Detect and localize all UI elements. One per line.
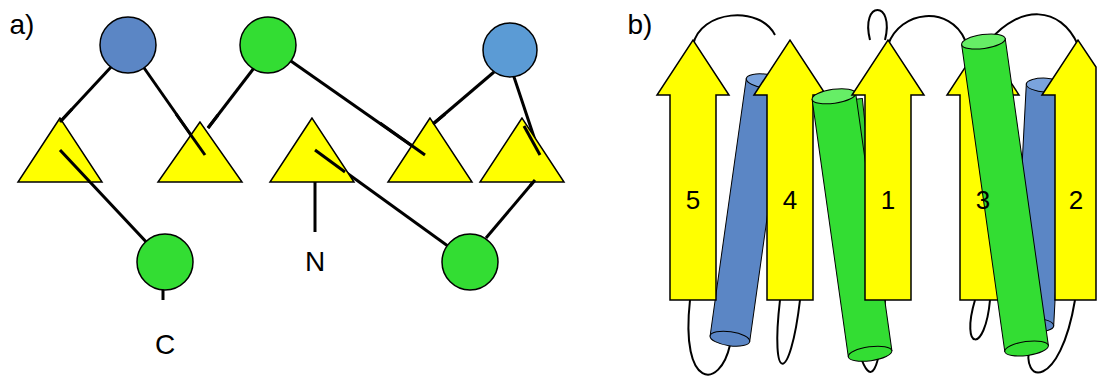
strand-number: 4 (783, 187, 797, 213)
helix-circles (100, 17, 537, 290)
strand-arrows (657, 40, 826, 300)
strand-number: 5 (686, 187, 700, 213)
strand-triangles (18, 118, 564, 182)
helix-cylinder-front-2 (961, 32, 1050, 359)
strand-arrow-last (1042, 40, 1096, 300)
topology-lines-front (60, 109, 540, 186)
strand-number: 1 (881, 187, 895, 213)
terminus-label: N (305, 248, 325, 276)
loop-lines (688, 10, 1078, 375)
panel-letter: a) (10, 11, 35, 39)
strand-number: 2 (1069, 187, 1083, 213)
strand-number: 3 (976, 187, 990, 213)
topology-lines (60, 45, 540, 300)
terminus-label: C (155, 331, 175, 359)
panel-letter: b) (628, 11, 653, 39)
